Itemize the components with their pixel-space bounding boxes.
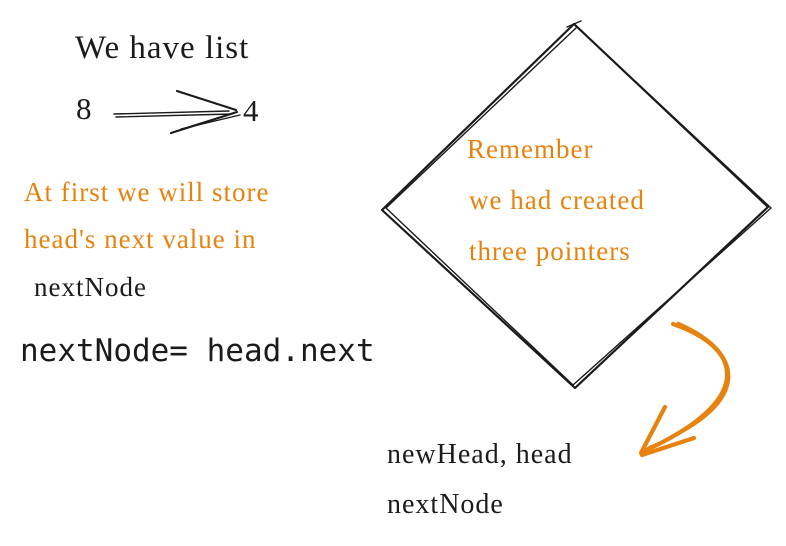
diamond-note-line-1: Remember <box>467 134 594 164</box>
title-we-have-list: We have list <box>75 30 250 66</box>
code-line: nextNode= head.next <box>20 333 375 369</box>
diamond-note-line-3: three pointers <box>469 236 631 266</box>
diamond-shape <box>380 20 772 390</box>
curved-down-left-arrow-icon <box>638 321 731 458</box>
pointer-callout-line-1: newHead, head <box>387 439 573 470</box>
diamond-note-line-2: we had created <box>469 185 645 215</box>
step-note-variable-label: nextNode <box>34 272 147 302</box>
list-node-left-value: 8 <box>76 91 93 126</box>
step-note-line-1: At first we will store <box>24 177 270 207</box>
list-node-right-value: 4 <box>243 93 260 128</box>
step-note-line-2: head's next value in <box>24 224 257 254</box>
list-right-arrow-icon <box>113 89 241 135</box>
pointer-callout-line-2: nextNode <box>387 489 504 520</box>
